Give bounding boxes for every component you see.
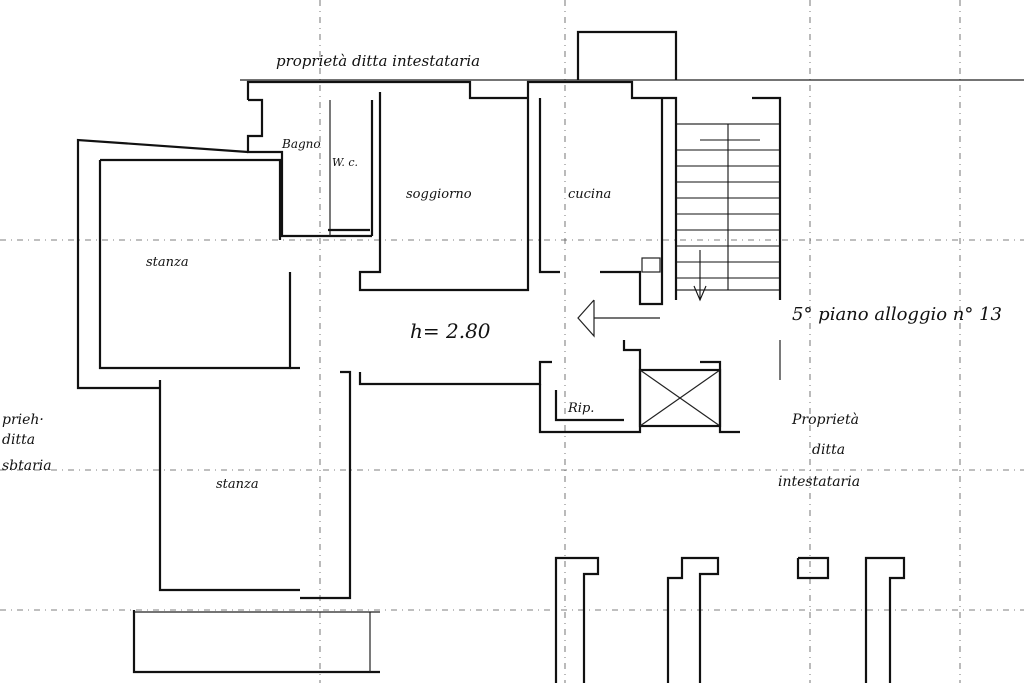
stanza-top-label: stanza	[146, 255, 189, 270]
right-owner-label-3: intestataria	[778, 474, 860, 490]
right-owner-label-2: ditta	[812, 442, 845, 458]
stanza-bottom-label: stanza	[216, 477, 259, 492]
columns	[554, 556, 906, 683]
ripostiglio-label: Rip.	[567, 401, 594, 416]
wc-label: W. c.	[332, 156, 358, 169]
soggiorno-label: soggiorno	[406, 187, 472, 202]
staircase	[675, 123, 781, 302]
height-label: h= 2.80	[410, 319, 491, 343]
left-owner-label-3: sbtaria	[2, 458, 52, 474]
bagno-label: Bagno	[281, 137, 321, 151]
room-labels: proprietà ditta intestataria prieh· ditt…	[2, 52, 1002, 492]
left-owner-label-1: prieh·	[2, 412, 44, 428]
entry-arrow-icon	[577, 299, 660, 338]
left-owner-label-2: ditta	[2, 432, 35, 448]
right-owner-label-1: Proprietà	[791, 412, 859, 428]
walls	[76, 80, 782, 674]
floor-unit-label: 5° piano alloggio n° 13	[792, 304, 1002, 325]
building-outline	[240, 30, 1024, 81]
cucina-label: cucina	[568, 187, 611, 202]
top-owner-label: proprietà ditta intestataria	[276, 52, 480, 70]
